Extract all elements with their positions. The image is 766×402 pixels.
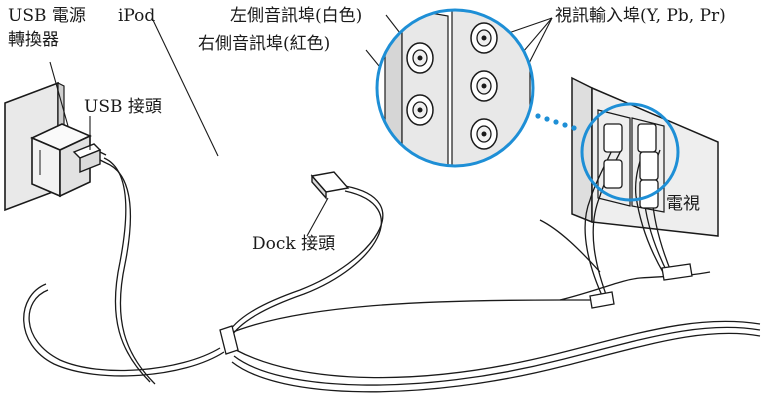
rca-plugs: [603, 123, 659, 209]
cable-joint-tv: [589, 263, 693, 309]
cable-splitter: [219, 325, 239, 355]
tv-port-highlight-circle: [580, 102, 680, 202]
usb-connector-plug: [72, 143, 107, 174]
video-jack-pb: [470, 70, 498, 102]
right-audio-port-label: 右側音訊埠(紅色): [198, 34, 331, 54]
usb-power-adapter-label-line1: USB 電源: [8, 6, 86, 26]
dock-connector-label: Dock 接頭: [252, 234, 336, 254]
ipod-label: iPod: [118, 6, 156, 26]
video-jack-pr: [470, 118, 498, 150]
dock-connector-plug: [310, 171, 350, 200]
usb-power-adapter-label-line2: 轉換器: [8, 30, 59, 50]
zoomed-port-detail: [375, 8, 535, 168]
video-jack-y: [470, 22, 498, 54]
usb-connector-label: USB 接頭: [84, 97, 162, 117]
zoom-dotted-connector: [535, 113, 577, 131]
audio-jack-right: [406, 94, 434, 126]
left-audio-port-label: 左側音訊埠(白色): [230, 6, 363, 26]
tv-label: 電視: [666, 194, 700, 214]
audio-jack-left: [406, 42, 434, 74]
video-input-ports-label: 視訊輸入埠(Y, Pb, Pr): [555, 6, 726, 26]
